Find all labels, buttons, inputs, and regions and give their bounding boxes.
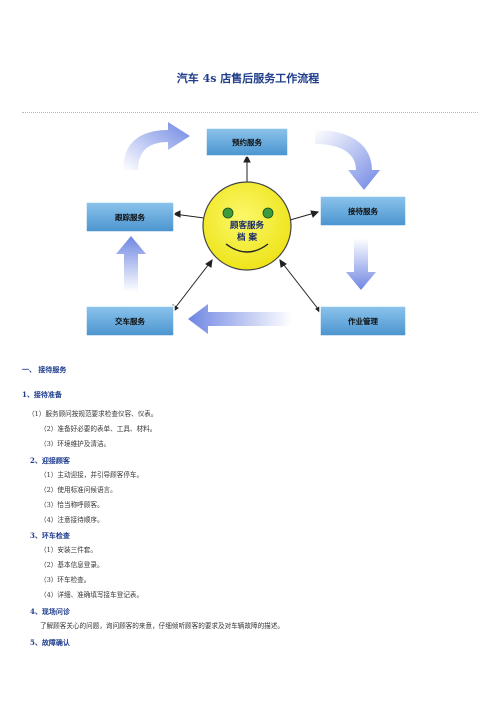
- curved-arrow-to-top-icon: [123, 122, 190, 170]
- customer-file-smiley: 顾客服务 档 案: [202, 181, 292, 271]
- list-item: （4）详细、准确填写接车登记表。: [40, 591, 144, 599]
- paragraph: 了解顾客关心的问题，询问顾客的来意，仔细倾听顾客的要求及对车辆故障的描述。: [40, 622, 284, 630]
- box-delivery: 交车服务: [85, 305, 175, 337]
- box-label-right-top: 接待服务: [348, 206, 378, 216]
- service-flow-diagram: 预约服务 接待服务 作业管理 交车服务 跟踪服务 顾客服务 档 案: [85, 122, 407, 337]
- list-item: （2）准备好必要的表单、工具、材料。: [40, 425, 157, 433]
- subheading-1: 1、接待准备: [22, 390, 62, 399]
- list-item: （2）使用标准问候语言。: [40, 486, 117, 494]
- box-reception: 接待服务: [319, 195, 407, 227]
- list-item: （1）主动迎接，并引导顾客停车。: [40, 471, 144, 479]
- connector-left-bottom: [171, 259, 213, 313]
- list-item: （3）恰当称呼顾客。: [40, 501, 104, 509]
- left-eye-icon: [222, 207, 234, 219]
- list-item: （4）注意接待顺序。: [40, 516, 104, 524]
- subheading-3: 3、环车检查: [30, 531, 70, 540]
- face-label-line1: 顾客服务: [230, 220, 265, 231]
- connector-right-bottom: [279, 259, 323, 315]
- page-title: 汽车 4s 店售后服务工作流程: [176, 72, 320, 85]
- box-label-top: 预约服务: [232, 137, 262, 147]
- smile-icon: [225, 243, 269, 253]
- curved-arrow-to-right-icon: [315, 130, 380, 190]
- subheading-4: 4、现场问诊: [30, 607, 70, 616]
- divider: [22, 112, 478, 113]
- down-arrow-icon: [346, 238, 376, 290]
- box-label-left-top: 跟踪服务: [115, 212, 145, 222]
- list-item: （3）环车检查。: [40, 576, 91, 584]
- subheading-5: 5、故障确认: [30, 638, 70, 647]
- subheading-2: 2、迎接顾客: [30, 456, 70, 465]
- list-item: （1）安装三件套。: [40, 546, 97, 554]
- box-work-management: 作业管理: [319, 305, 407, 337]
- face-label-line2: 档 案: [237, 232, 257, 243]
- right-eye-icon: [262, 207, 274, 219]
- section-heading: 一、 接待服务: [22, 365, 67, 374]
- list-item: （3）环境维护及清洁。: [40, 440, 111, 448]
- box-label-left-bottom: 交车服务: [115, 316, 145, 326]
- box-followup: 跟踪服务: [85, 201, 175, 233]
- box-label-right-bottom: 作业管理: [348, 316, 378, 326]
- list-item: （1）服务顾问按规范要求检查仪容、仪表。: [28, 410, 158, 418]
- box-appointment: 预约服务: [205, 127, 289, 157]
- up-arrow-icon: [116, 236, 146, 292]
- list-item: （2）基本信息登录。: [40, 561, 104, 569]
- left-arrow-icon: [188, 304, 292, 334]
